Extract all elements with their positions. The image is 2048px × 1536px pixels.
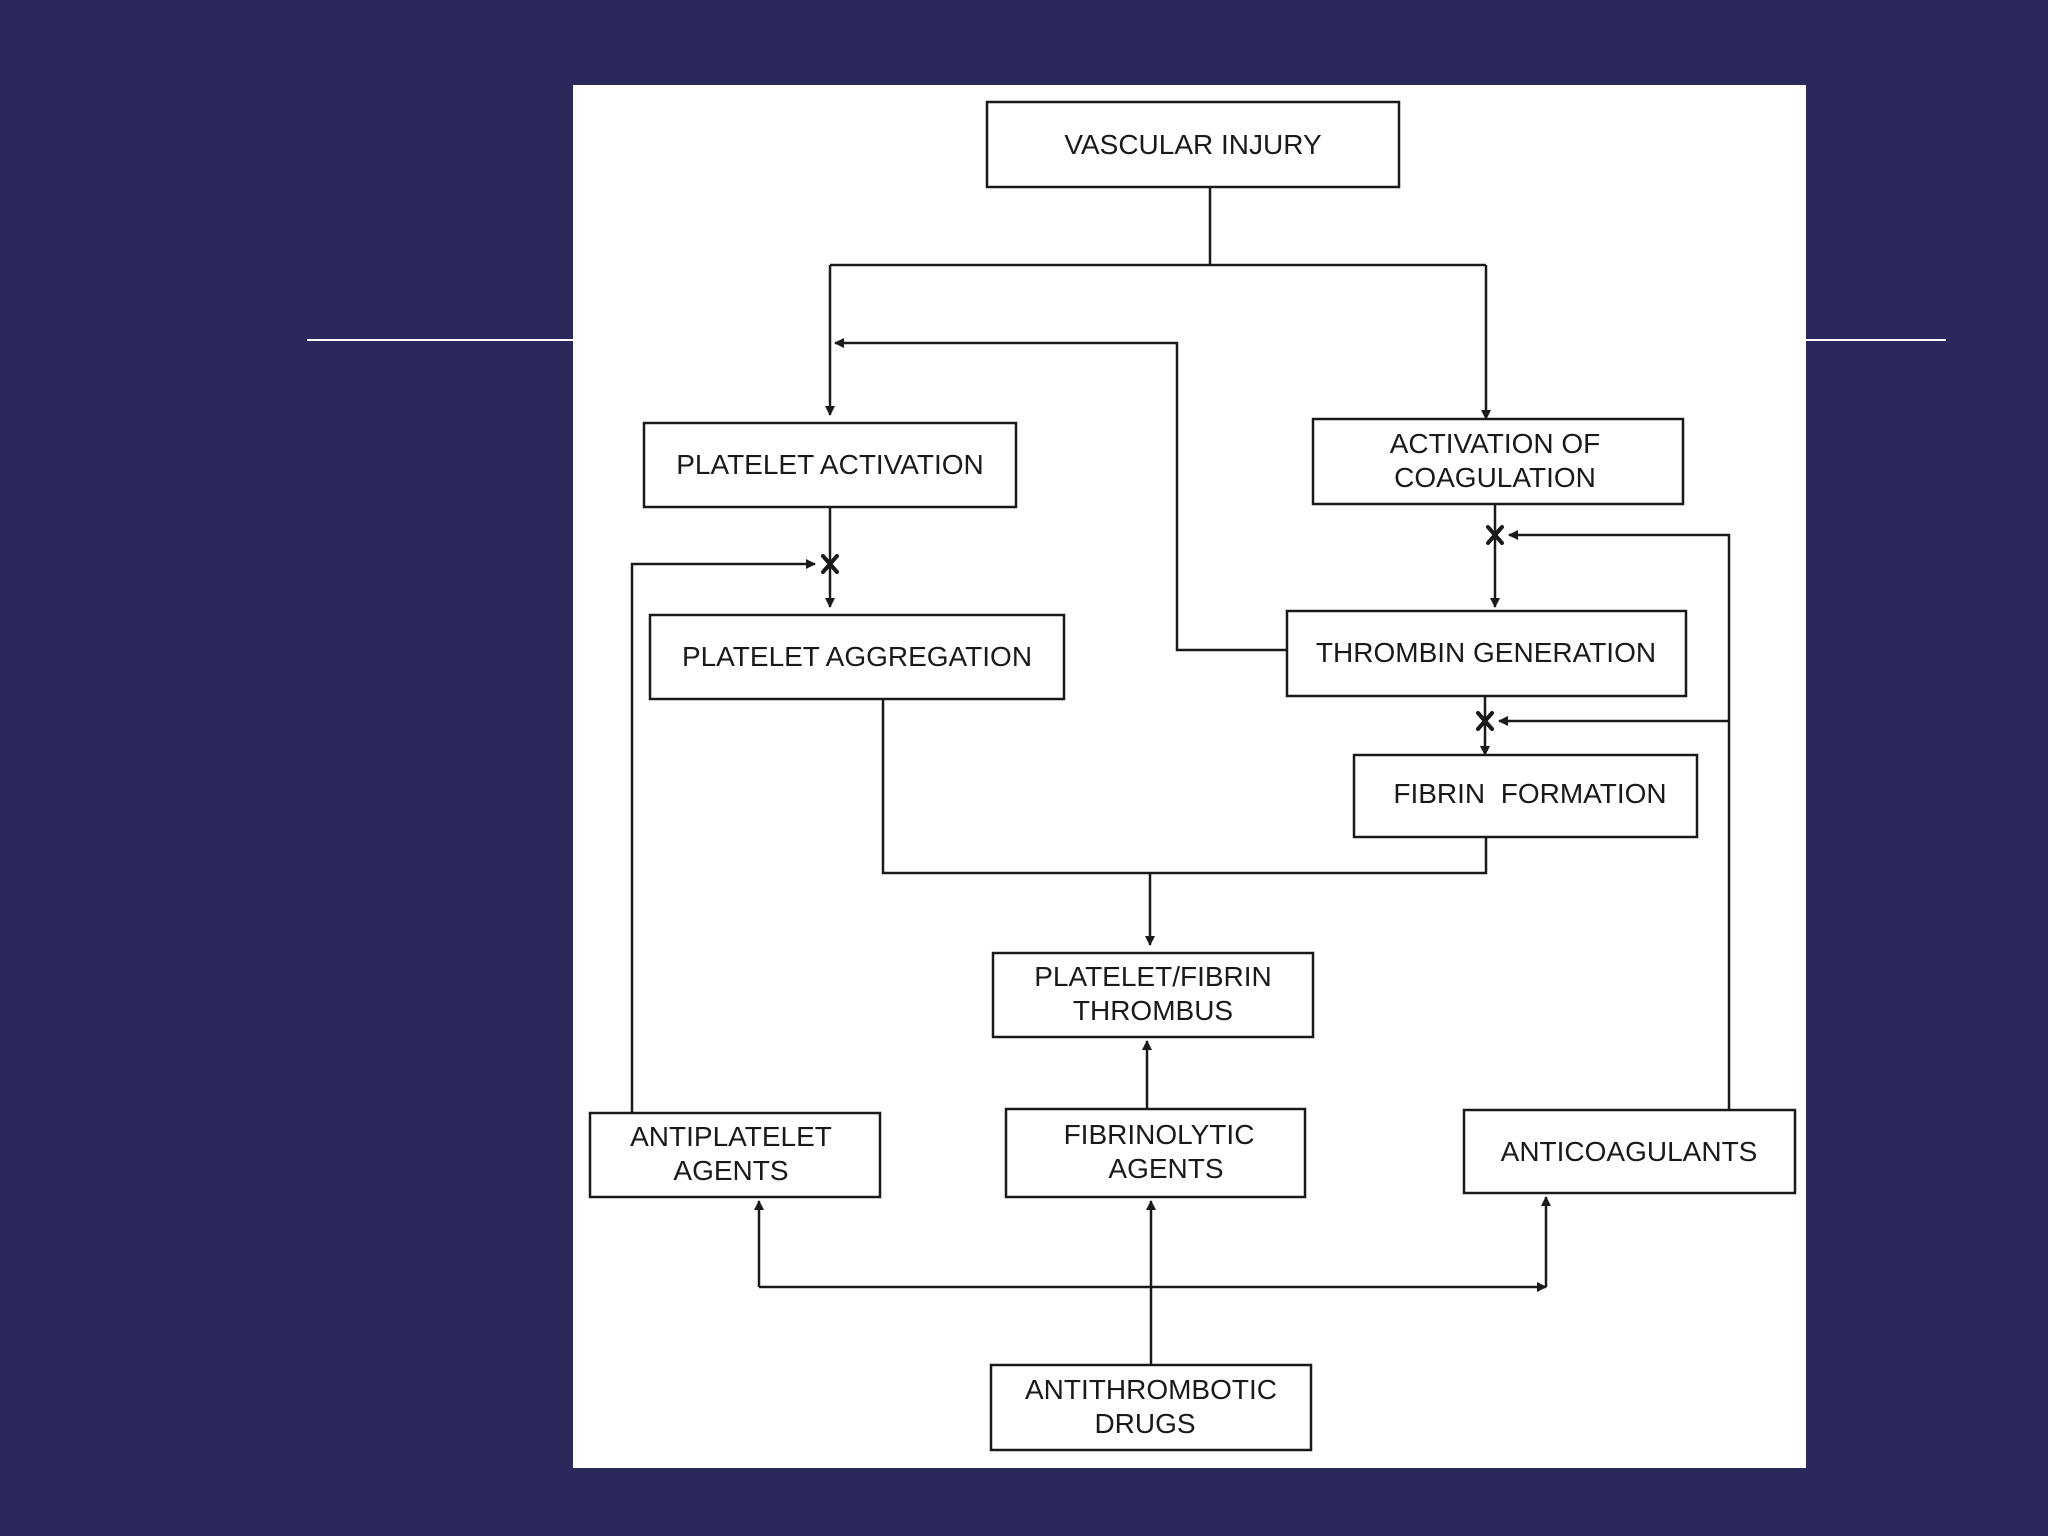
node-platelet-fibrin-thrombus: PLATELET/FIBRIN THROMBUS <box>991 951 1315 1039</box>
node-anticoagulants: ANTICOAGULANTS <box>1462 1108 1797 1195</box>
diagram-panel: VASCULAR INJURY PLATELET ACTIVATION ACTI… <box>573 85 1806 1468</box>
node-anticoagulants-label: ANTICOAGULANTS <box>1501 1136 1758 1167</box>
connector-injury-trunk <box>830 187 1486 267</box>
node-antithrombotic-drugs-label-line2: DRUGS <box>1094 1408 1195 1439</box>
node-antithrombotic-drugs: ANTITHROMBOTIC DRUGS <box>989 1363 1313 1452</box>
block-mark-fibrin <box>1476 711 1494 731</box>
node-platelet-activation-label: PLATELET ACTIVATION <box>676 449 984 480</box>
connector-anticoagulant-block-thrombin <box>1508 530 1731 1110</box>
node-activation-of-coagulation: ACTIVATION OF COAGULATION <box>1311 417 1685 506</box>
node-platelet-aggregation: PLATELET AGGREGATION <box>648 613 1066 701</box>
node-fibrin-formation-label: FIBRIN FORMATION <box>1393 778 1666 809</box>
node-antiplatelet-agents-label-line1: ANTIPLATELET <box>630 1121 832 1152</box>
node-antiplatelet-agents-label-line2: AGENTS <box>673 1155 788 1186</box>
connector-merge-to-thrombus <box>881 699 1488 875</box>
node-fibrin-formation: FIBRIN FORMATION <box>1352 753 1699 839</box>
flowchart: VASCULAR INJURY PLATELET ACTIVATION ACTI… <box>588 100 1797 1452</box>
node-vascular-injury: VASCULAR INJURY <box>985 100 1401 189</box>
connectors <box>630 187 1731 1365</box>
slide-rule-right <box>1806 339 1946 341</box>
block-mark-aggregation <box>821 554 839 574</box>
connector-thrombin-to-platelet-activation <box>834 338 1287 652</box>
node-fibrinolytic-agents-label-line2: AGENTS <box>1108 1153 1223 1184</box>
slide-rule-left <box>307 339 573 341</box>
node-platelet-activation: PLATELET ACTIVATION <box>642 421 1018 509</box>
node-platelet-fibrin-thrombus-label-line1: PLATELET/FIBRIN <box>1034 961 1272 992</box>
node-platelet-fibrin-thrombus-label-line2: THROMBUS <box>1073 995 1233 1026</box>
node-activation-of-coagulation-label-line2: COAGULATION <box>1394 462 1596 493</box>
node-platelet-aggregation-label: PLATELET AGGREGATION <box>682 641 1032 672</box>
node-thrombin-generation-label: THROMBIN GENERATION <box>1316 637 1656 668</box>
connector-antiplatelet-block <box>630 559 816 1113</box>
block-marks <box>821 525 1504 731</box>
node-fibrinolytic-agents: FIBRINOLYTIC AGENTS <box>1004 1107 1307 1199</box>
node-activation-of-coagulation-label-line1: ACTIVATION OF <box>1390 428 1601 459</box>
node-antiplatelet-agents: ANTIPLATELET AGENTS <box>588 1111 882 1199</box>
node-thrombin-generation: THROMBIN GENERATION <box>1285 609 1688 698</box>
node-vascular-injury-label: VASCULAR INJURY <box>1064 129 1322 160</box>
node-fibrinolytic-agents-label-line1: FIBRINOLYTIC <box>1064 1119 1255 1150</box>
node-antithrombotic-drugs-label-line1: ANTITHROMBOTIC <box>1025 1374 1277 1405</box>
block-mark-thrombin <box>1486 525 1504 545</box>
